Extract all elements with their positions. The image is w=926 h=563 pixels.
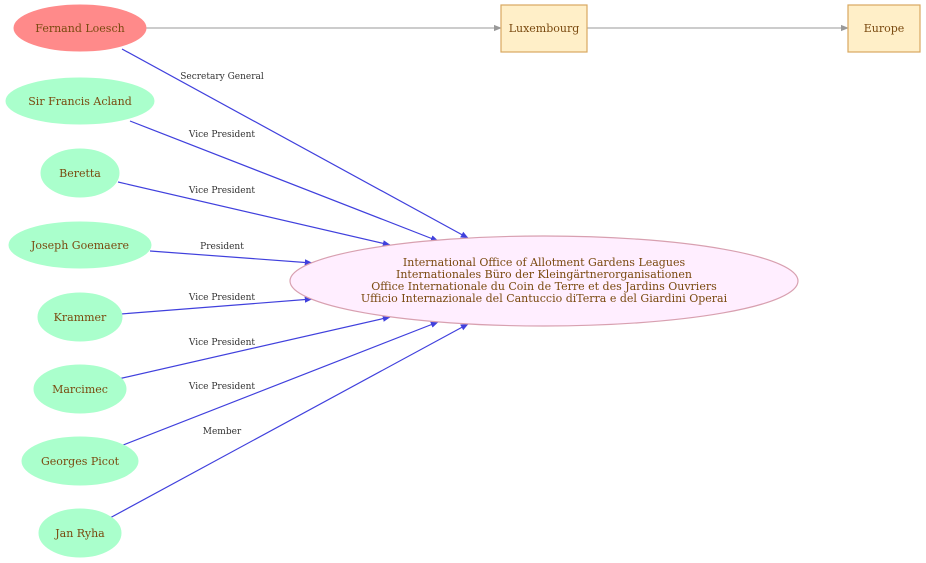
edge-label-picot: Vice President bbox=[188, 382, 256, 392]
node-krammer[interactable]: Krammer bbox=[37, 292, 123, 342]
edge-label-goemaere: President bbox=[200, 242, 244, 252]
node-international-office[interactable]: International Office of Allotment Garden… bbox=[289, 235, 799, 327]
node-europe[interactable]: Europe bbox=[847, 4, 921, 53]
edge-labels: Secretary General Vice President Vice Pr… bbox=[180, 72, 264, 437]
node-label: Sir Francis Acland bbox=[28, 95, 131, 108]
node-marcimec[interactable]: Marcimec bbox=[33, 364, 127, 414]
node-label-line-1: International Office of Allotment Garden… bbox=[403, 256, 686, 269]
node-joseph-goemaere[interactable]: Joseph Goemaere bbox=[8, 221, 152, 269]
edge-label-loesch: Secretary General bbox=[180, 72, 264, 82]
node-label-line-2: Internationales Büro der Kleingärtnerorg… bbox=[396, 268, 692, 281]
edge-marcimec-office bbox=[117, 315, 391, 380]
edge-beretta-office bbox=[117, 181, 391, 247]
edge-loesch-office bbox=[121, 48, 469, 239]
edge-goemaere-office bbox=[149, 250, 313, 266]
edge-label-krammer: Vice President bbox=[188, 293, 256, 303]
node-sir-francis-acland[interactable]: Sir Francis Acland bbox=[5, 77, 155, 125]
edge-label-ryha: Member bbox=[203, 427, 242, 437]
node-label: Beretta bbox=[59, 167, 101, 180]
node-label: Jan Ryha bbox=[54, 527, 105, 540]
node-label: Joseph Goemaere bbox=[30, 239, 129, 252]
edge-label-acland: Vice President bbox=[188, 130, 256, 140]
edge-label-marcimec: Vice President bbox=[188, 338, 256, 348]
node-luxembourg[interactable]: Luxembourg bbox=[500, 4, 588, 53]
edge-picot-office bbox=[117, 321, 439, 448]
node-label: Krammer bbox=[54, 311, 107, 324]
edge-krammer-office bbox=[120, 296, 313, 315]
node-label: Georges Picot bbox=[41, 455, 120, 468]
edge-acland-office bbox=[129, 120, 439, 242]
edge-label-beretta: Vice President bbox=[188, 186, 256, 196]
node-label-line-4: Ufficio Internazionale del Cantuccio diT… bbox=[361, 292, 728, 305]
node-jan-ryha[interactable]: Jan Ryha bbox=[38, 508, 122, 558]
node-label: Europe bbox=[864, 22, 905, 35]
membership-edges bbox=[107, 48, 469, 520]
node-beretta[interactable]: Beretta bbox=[40, 148, 120, 198]
node-label: Fernand Loesch bbox=[35, 22, 124, 35]
edge-ryha-office bbox=[107, 323, 469, 520]
node-label: Marcimec bbox=[52, 383, 108, 396]
node-fernand-loesch[interactable]: Fernand Loesch bbox=[13, 4, 147, 52]
node-label: Luxembourg bbox=[509, 22, 580, 35]
node-georges-picot[interactable]: Georges Picot bbox=[21, 436, 139, 486]
node-label-line-3: Office Internationale du Coin de Terre e… bbox=[371, 280, 717, 293]
